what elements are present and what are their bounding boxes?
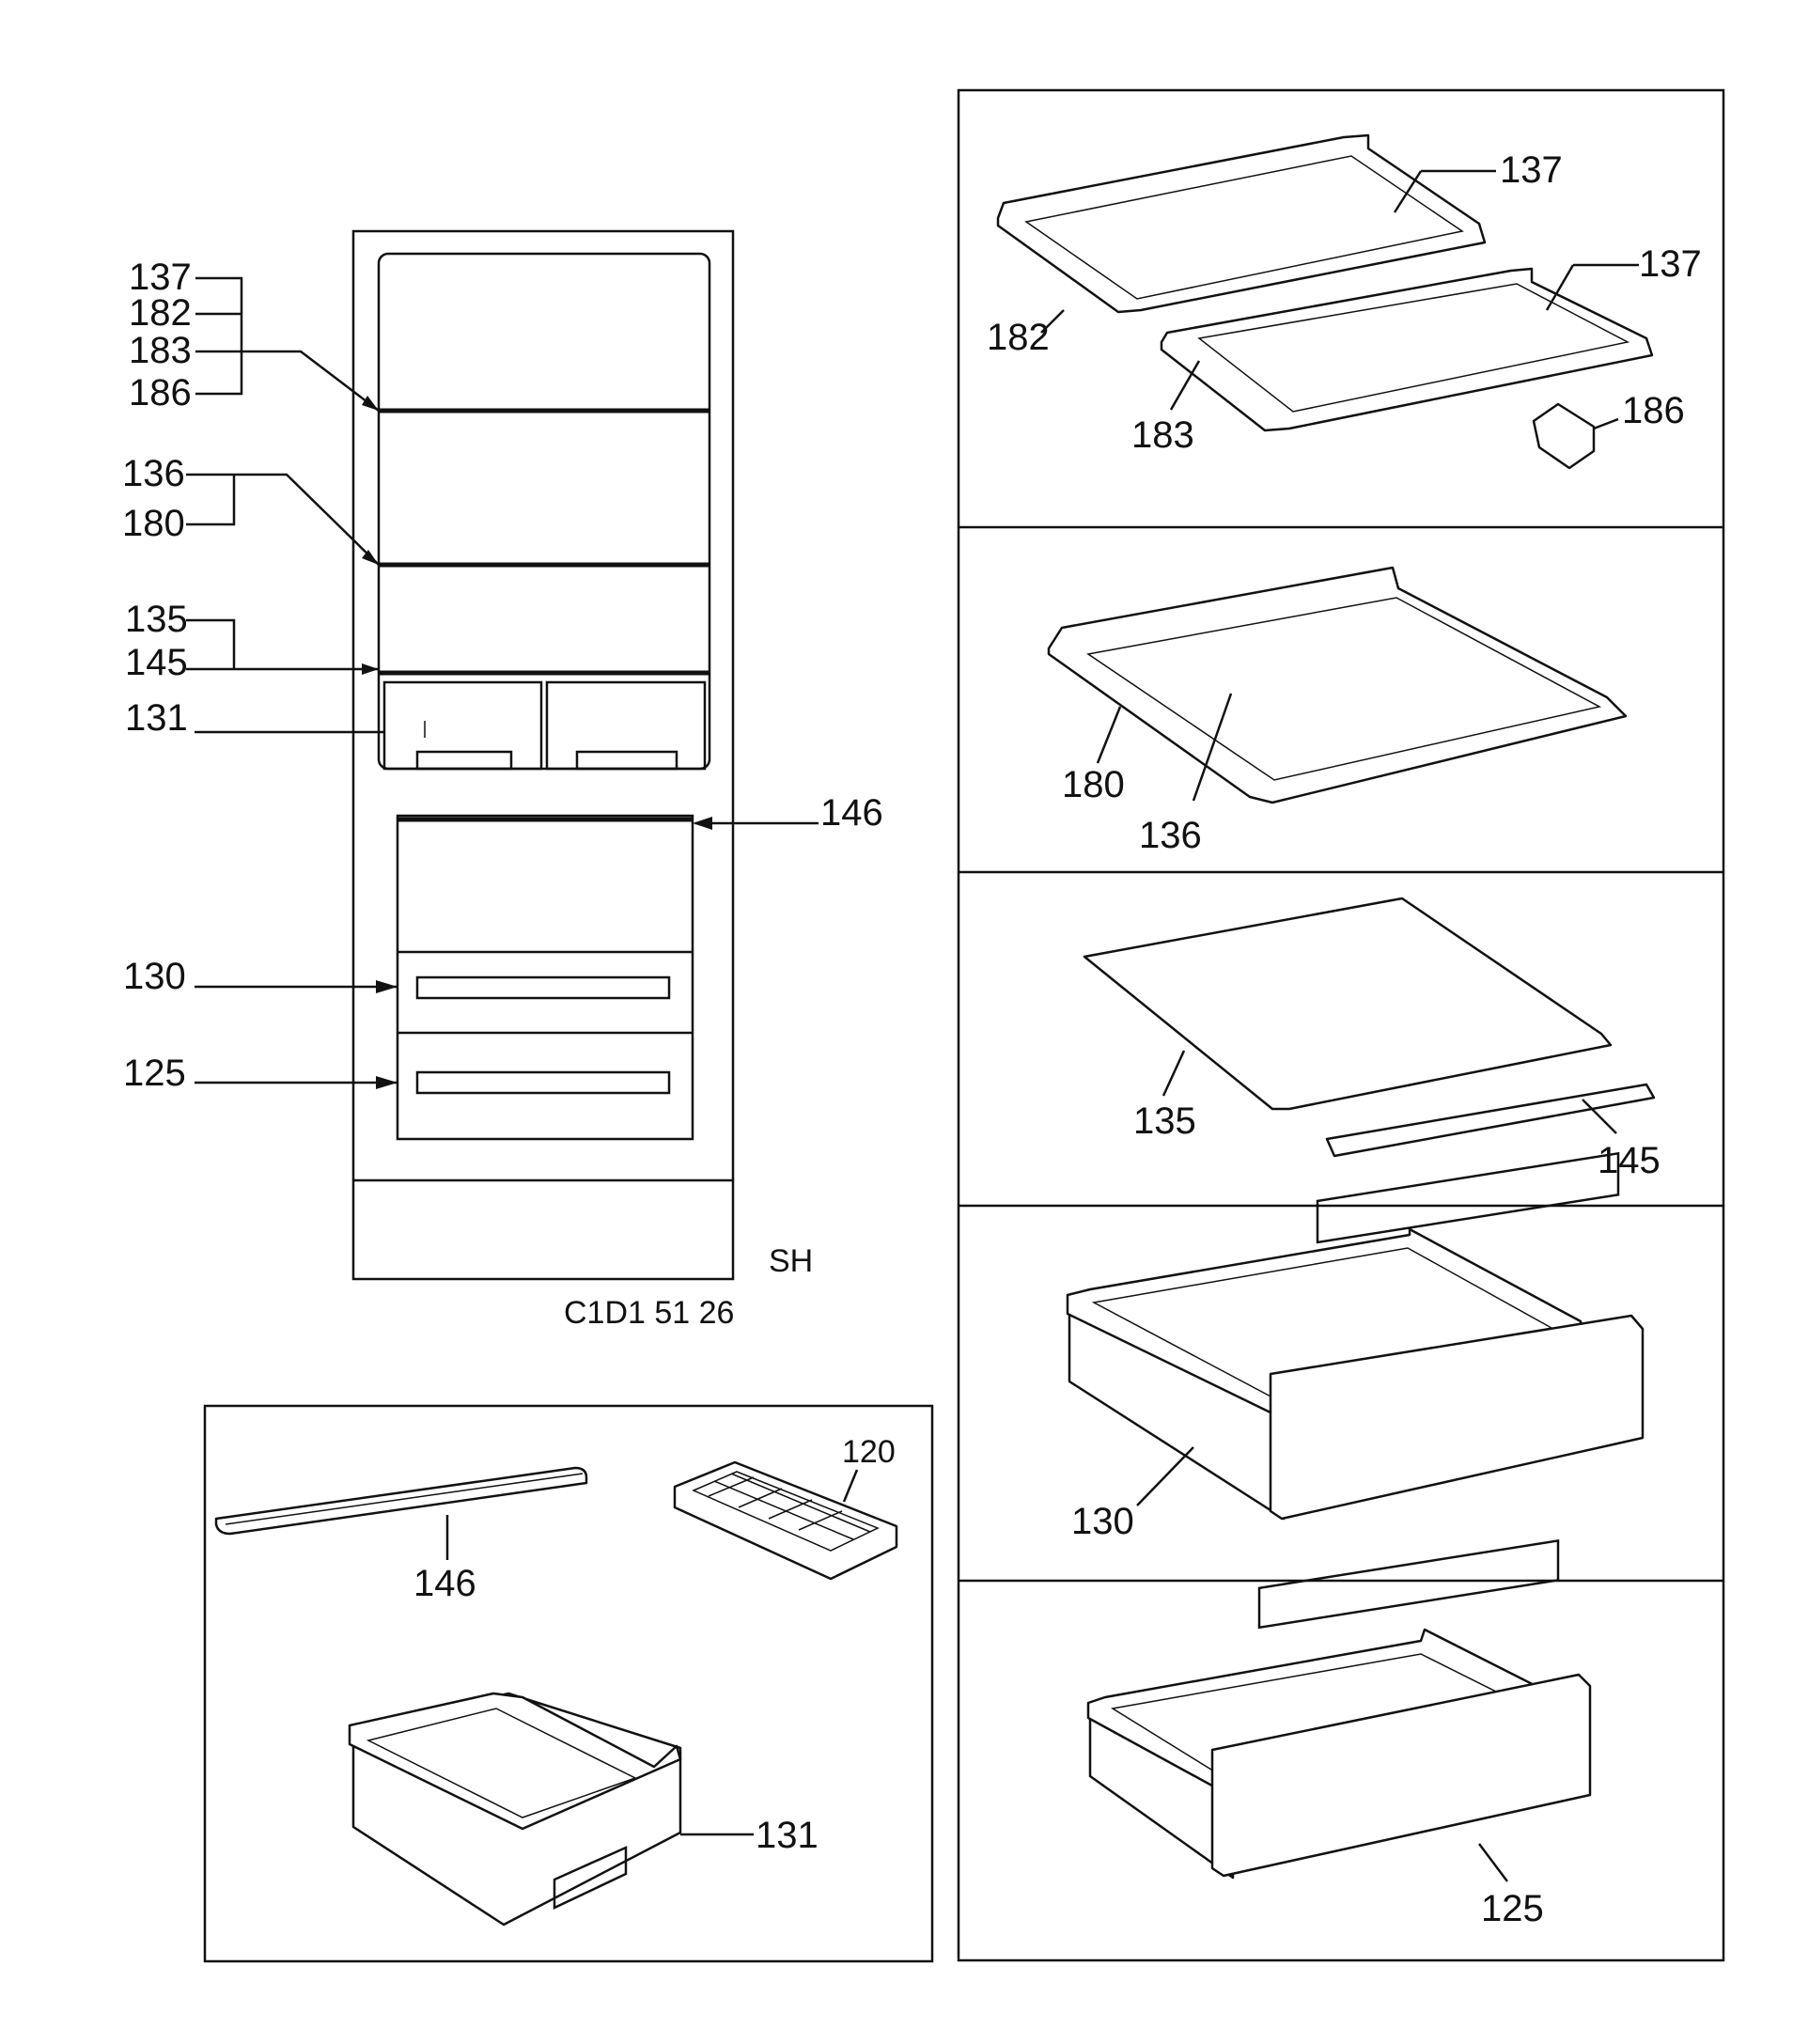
upper-shelf-front (1160, 267, 1654, 432)
upper-shelf-rear-glass (1024, 155, 1464, 300)
ice-tray-part (673, 1460, 898, 1581)
leader-130-part (1136, 1446, 1194, 1506)
freezer-rail-part (214, 1466, 588, 1536)
label-146: 146 (820, 792, 883, 834)
variant-code: SH (769, 1243, 813, 1279)
crisper-right-handle (575, 750, 678, 771)
arrow-head (376, 980, 398, 993)
crisper-bin-handle (553, 1846, 628, 1910)
drawer-130-handle (1316, 1151, 1620, 1244)
shelf-clip (1532, 402, 1596, 470)
parts-frame (957, 88, 1725, 1962)
label-131: 131 (125, 697, 188, 739)
label-130-part: 130 (1071, 1501, 1134, 1542)
crisper-left-handle (415, 750, 513, 771)
label-145: 145 (125, 642, 188, 683)
crisper-left (382, 680, 543, 771)
upper-shelf-rear (996, 133, 1487, 314)
lower-shelf-trim (1325, 1083, 1656, 1158)
arrow-head (376, 1076, 398, 1089)
mid-shelf-frame (1047, 566, 1628, 804)
fridge-compartment (377, 252, 711, 771)
label-186: 186 (129, 372, 192, 413)
leader-180 (1096, 706, 1122, 764)
label-182: 182 (129, 292, 192, 334)
leader-137-a (1393, 170, 1423, 213)
panel-drawer-125: 125 (1086, 1538, 1592, 1929)
label-146-acc: 146 (413, 1563, 476, 1604)
leader-125-part (1478, 1843, 1508, 1882)
label-130: 130 (123, 956, 186, 997)
crisper-bin-rim (348, 1692, 682, 1831)
leader-182 (1040, 309, 1065, 334)
freezer-accessories-panel: 146 120 131 (203, 1404, 934, 1963)
panel-drawer-130: 130 (1066, 1151, 1645, 1542)
label-136: 136 (122, 453, 185, 494)
freezer-compartment (396, 814, 694, 1141)
label-180: 180 (122, 503, 185, 544)
leader-145 (1582, 1099, 1617, 1134)
arrow-head (693, 817, 712, 830)
rail-edge (225, 1473, 584, 1525)
freezer-drawer-1-handle (415, 975, 671, 1000)
panel-lower-shelf: 135 145 (1083, 897, 1660, 1181)
label-182-part: 182 (987, 317, 1050, 358)
leader-183 (1169, 360, 1201, 411)
fridge-front-view: 137 182 183 186 136 180 135 145 131 146 … (122, 229, 883, 1331)
panel-mid-shelf: 180 136 (1047, 566, 1628, 856)
label-125-part: 125 (1481, 1888, 1544, 1929)
label-145-part: 145 (1598, 1140, 1660, 1181)
label-137-bottom: 137 (1639, 243, 1702, 285)
accessories-frame (203, 1404, 934, 1963)
label-137-top: 137 (1500, 149, 1563, 191)
label-186-part: 186 (1622, 390, 1685, 431)
leader-136 (1192, 693, 1233, 802)
label-120: 120 (842, 1434, 896, 1470)
leader-135 (1162, 1050, 1186, 1097)
crisper-bin-inner (366, 1708, 637, 1818)
leader-120 (842, 1469, 859, 1503)
arrow-head (362, 550, 379, 565)
drawer-125-front (1210, 1673, 1592, 1878)
leader-186 (1593, 417, 1619, 430)
upper-shelf-front-glass (1197, 283, 1630, 413)
label-131-acc: 131 (756, 1815, 819, 1856)
arrow-head (362, 663, 379, 675)
mid-shelf-glass (1086, 597, 1602, 781)
arrow-head (362, 396, 379, 411)
label-180-part: 180 (1062, 764, 1125, 805)
label-183-part: 183 (1131, 414, 1194, 456)
label-135: 135 (125, 599, 188, 640)
parts-panels: 137 137 182 183 186 180 136 135 145 (957, 88, 1725, 1962)
ice-tray-top (692, 1471, 880, 1552)
label-183: 183 (129, 330, 192, 371)
ice-tray-grid (708, 1473, 871, 1540)
label-136-part: 136 (1139, 815, 1202, 856)
label-137: 137 (129, 257, 192, 298)
drawer-125-handle (1257, 1538, 1560, 1630)
label-125: 125 (123, 1053, 186, 1094)
panel-upper-shelves: 137 137 182 183 186 (987, 133, 1702, 470)
bracket-group-2 (186, 473, 380, 566)
leader-137-b (1545, 264, 1575, 311)
freezer-drawer-2-handle (415, 1070, 671, 1095)
bracket-group-1 (195, 276, 380, 412)
bracket-group-3 (186, 618, 379, 671)
lower-shelf-glass-plate (1083, 897, 1613, 1111)
fridge-cabinet (351, 229, 735, 1281)
drawer-130-front (1269, 1314, 1645, 1521)
label-135-part: 135 (1133, 1100, 1196, 1142)
crisper-right (545, 680, 707, 771)
model-code: C1D1 51 26 (564, 1295, 734, 1331)
